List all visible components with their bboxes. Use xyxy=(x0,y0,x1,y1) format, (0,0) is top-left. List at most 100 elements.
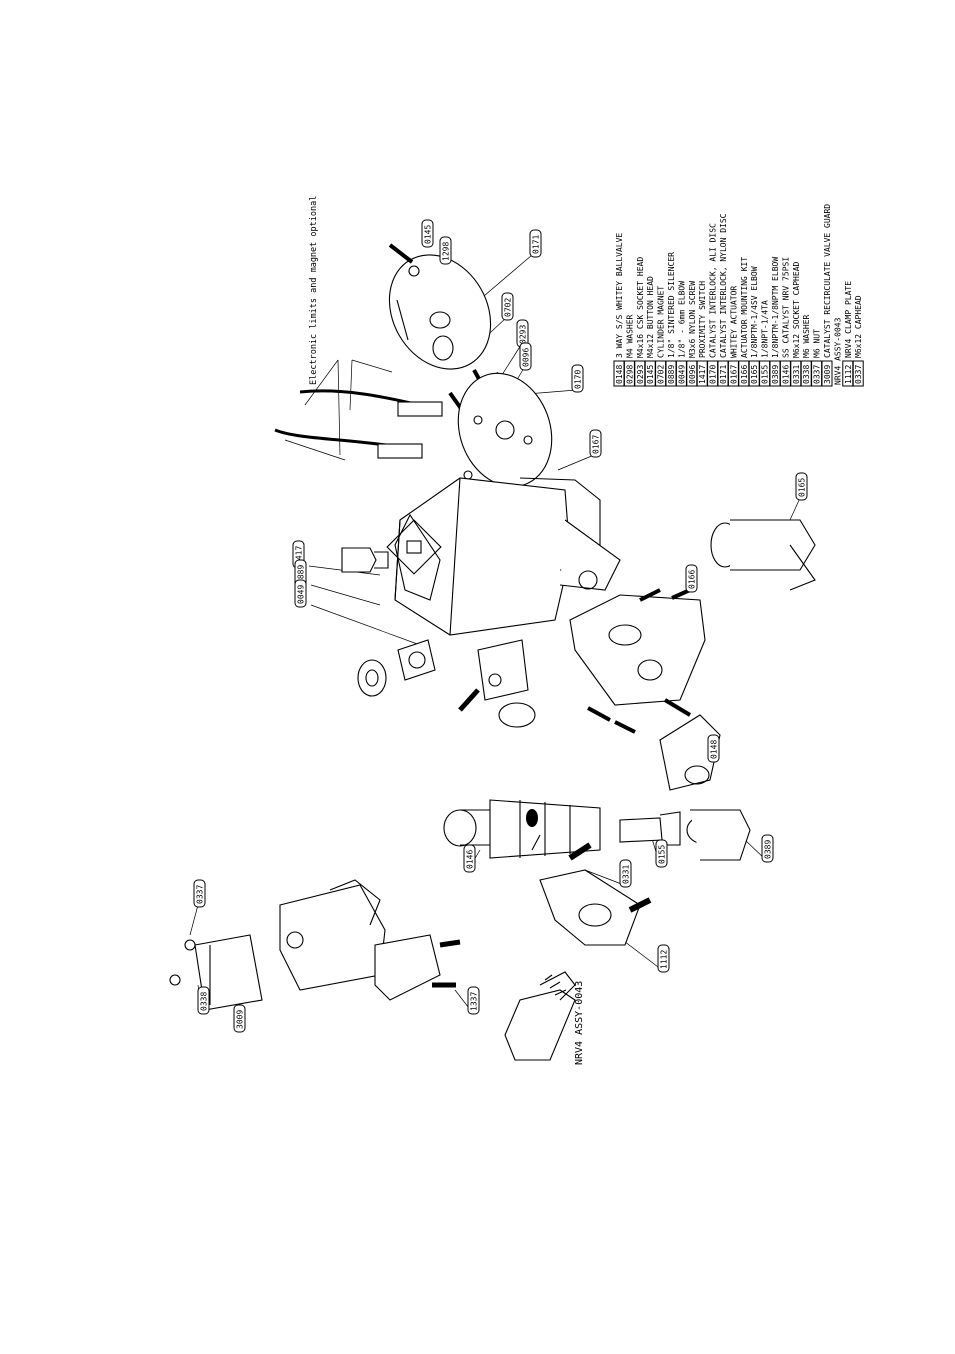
callout-box xyxy=(233,1004,246,1033)
callout-tag: 3009 xyxy=(233,1004,246,1033)
parts-description: CATALYST INTERLOCK, ALI DISC xyxy=(709,223,718,358)
callout-code: 0337 xyxy=(196,885,205,904)
parts-code: 1417 xyxy=(698,365,707,384)
callout-tag: 1112 xyxy=(657,944,670,973)
callout-code: 0389 xyxy=(764,840,773,859)
parts-description: WHITEY ACTUATOR xyxy=(729,286,738,358)
parts-list-row: 0337 M6x12 CAPHEAD xyxy=(852,295,864,387)
parts-description: 1/8" SINTERED SILENCER xyxy=(667,252,676,358)
callout-tag: 0389 xyxy=(761,834,774,863)
parts-code: 0702 xyxy=(657,365,666,384)
callout-code: 0096 xyxy=(522,348,531,367)
callout-box xyxy=(655,839,668,868)
callout-tag: 0338 xyxy=(197,986,210,1015)
parts-list-row: 0170 CATALYST INTERLOCK, ALI DISC xyxy=(707,223,719,387)
parts-code: 0170 xyxy=(709,365,718,384)
parts-code: 0337 xyxy=(813,365,822,384)
parts-list-row: 0145 M4x12 BUTTON HEAD xyxy=(644,276,656,387)
parts-code: 0293 xyxy=(636,365,645,384)
callout-box xyxy=(529,229,542,258)
callout-tag: 0165 xyxy=(795,472,808,501)
callout-code: 3009 xyxy=(236,1010,245,1029)
parts-code: 0171 xyxy=(719,365,728,384)
parts-code: 0145 xyxy=(646,365,655,384)
parts-list-row: NRV4 ASSY-0043 xyxy=(833,317,842,385)
callout-code: 0338 xyxy=(200,992,209,1011)
parts-description: CATALYST INTERLOCK, NYLON DISC xyxy=(719,213,728,358)
parts-code: 0155 xyxy=(761,365,770,384)
callout-tag: 1298 xyxy=(439,236,452,265)
parts-code: 0298 xyxy=(625,365,634,384)
assembled-view xyxy=(169,879,461,1011)
callout-tag: 0293 xyxy=(516,319,529,348)
callout-box xyxy=(685,564,698,593)
callout-tag: 0167 xyxy=(589,429,602,458)
callout-box xyxy=(463,844,476,873)
callout-box xyxy=(193,879,206,908)
callout-tag: 0096 xyxy=(519,342,532,371)
parts-code: 0096 xyxy=(688,365,697,384)
ballvalve xyxy=(659,698,721,791)
parts-list-row: 0146 SS CATALYST NRV 75PSI xyxy=(779,257,791,387)
proximity-switch-cables xyxy=(274,389,443,459)
callout-box xyxy=(571,364,584,393)
clamp-plate xyxy=(539,842,652,946)
callout-code: 1112 xyxy=(660,950,669,969)
callout-box xyxy=(761,834,774,863)
callout-code: 0167 xyxy=(592,435,601,454)
parts-description: M6x12 CAPHEAD xyxy=(854,295,863,358)
parts-description: NRV4 CLAMP PLATE xyxy=(844,281,853,358)
parts-description: M6x12 SOCKET CAPHEAD xyxy=(792,261,801,358)
assembly-label: NRV4 ASSY-0043 xyxy=(574,981,585,1065)
parts-description: M4x16 CSK SOCKET HEAD xyxy=(636,257,645,358)
parts-description: M3x6 NYLON SCREW xyxy=(688,281,697,358)
callout-code: 0331 xyxy=(622,865,631,884)
parts-description: M4x12 BUTTON HEAD xyxy=(646,276,655,358)
cylinder-magnet xyxy=(432,335,454,361)
callout-tag: 0148 xyxy=(707,734,720,763)
parts-code: 0146 xyxy=(781,365,790,384)
callout-tag: 0171 xyxy=(529,229,542,258)
whitey-actuator xyxy=(386,477,621,636)
callout-tag: 0337 xyxy=(193,879,206,908)
callout-code: 0170 xyxy=(574,370,583,389)
parts-description: 1/8NPTM-1/8NPTM ELBOW xyxy=(771,257,780,358)
callout-box xyxy=(421,219,434,248)
parts-description: ACTUATOR MOUNTING KIT xyxy=(740,257,749,358)
callout-box xyxy=(619,859,632,888)
ali-disc xyxy=(457,372,553,488)
parts-description: CYLINDER MAGNET xyxy=(657,286,666,358)
callout-box xyxy=(501,292,514,321)
parts-code: 0049 xyxy=(677,365,686,384)
callout-box xyxy=(589,429,602,458)
callout-box xyxy=(439,236,452,265)
callout-tag: 0331 xyxy=(619,859,632,888)
elbow-0165 xyxy=(710,519,816,591)
parts-list-row: 0096 M3x6 NYLON SCREW xyxy=(686,281,698,387)
parts-description: PROXIMITY SWITCH xyxy=(698,281,707,358)
parts-description: M6 WASHER xyxy=(802,314,811,358)
callout-code: 0293 xyxy=(519,325,528,344)
callout-code: 0165 xyxy=(798,478,807,497)
callout-box xyxy=(707,734,720,763)
callout-code: 0145 xyxy=(424,225,433,244)
callout-tag: 0155 xyxy=(655,839,668,868)
parts-code: 0148 xyxy=(615,365,624,384)
parts-code: 0337 xyxy=(854,365,863,384)
parts-description: CATALYST RECIRCULATE VALVE GUARD xyxy=(823,204,832,358)
callout-box xyxy=(197,986,210,1015)
callout-tag: 0702 xyxy=(501,292,514,321)
parts-description: M6 NUT xyxy=(813,329,822,358)
parts-description: SS CATALYST NRV 75PSI xyxy=(781,257,790,358)
callout-box xyxy=(467,986,480,1015)
